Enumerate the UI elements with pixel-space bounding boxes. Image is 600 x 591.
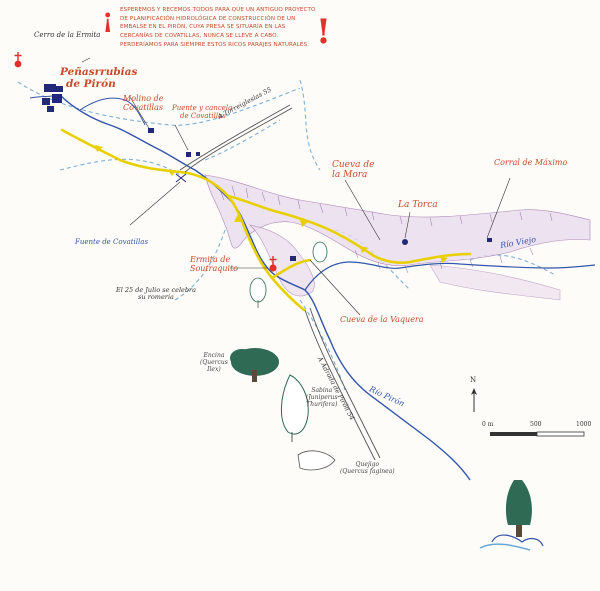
- label-sabina-line-1: Sabina: [311, 387, 333, 394]
- label-puente-line-1: Puente y cancela: [172, 104, 233, 112]
- exclamation-close-icon: !: [316, 12, 331, 52]
- label-sabina-line-3: Thurifera): [306, 400, 338, 408]
- bridge-mark: [175, 173, 187, 183]
- label-romeria-line-1: El 25 de Julio se celebra: [116, 286, 197, 294]
- leader-lines: [81, 57, 511, 316]
- exclamation-open-icon: ¡: [102, 4, 114, 34]
- rivers: [29, 94, 596, 481]
- label-ermita-line-2: Soutraquito: [190, 264, 239, 274]
- label-cueva-mora-line-2: la Mora: [332, 170, 368, 181]
- tree-icon: [230, 241, 544, 551]
- label-romeria-line-2: su romería: [138, 293, 174, 302]
- label-encina-line-1: Encina: [203, 352, 225, 359]
- scale-tick-0: 0 m: [482, 421, 494, 428]
- town-line-2: de Pirón: [66, 78, 116, 90]
- cross-icon: [14, 52, 277, 272]
- label-sabina: Sabina (Juniperus Thurifera): [306, 387, 338, 409]
- map-structures: [148, 128, 492, 261]
- scale-tick-500: 500: [530, 421, 542, 428]
- scale-bar: [471, 388, 585, 437]
- route-arrows: [95, 145, 448, 263]
- roads: [179, 104, 381, 461]
- label-la-torca: La Torca: [398, 200, 438, 210]
- town-title: Peñasrrubias de Pirón: [60, 66, 137, 90]
- label-cerro-ermita: Cerro de la Ermita: [34, 31, 101, 39]
- label-quejigo-line-1: Quejigo: [355, 461, 380, 468]
- notice-text: Esperemos y recemos todos para que un an…: [120, 6, 316, 49]
- town-line-1: Peñasrrubias: [60, 66, 138, 78]
- label-quejigo-line-2: (Quercus faginea): [340, 467, 395, 475]
- gorge-cliffs: [204, 174, 591, 301]
- label-puente-line-2: de Covatillas: [180, 112, 226, 121]
- notice-line-1: Esperemos y recemos todos para que un an…: [120, 7, 316, 39]
- scale-tick-1000: 1000: [576, 421, 592, 428]
- label-cueva-mora: Cueva de la Mora: [332, 160, 374, 181]
- label-molino-line-1: Molino de: [123, 94, 164, 103]
- notice-line-2: Perderíamos para siempre estos ricos par…: [120, 41, 310, 48]
- label-quejigo: Quejigo (Quercus faginea): [340, 461, 395, 476]
- label-encina: Encina (Quercus Ilex): [200, 352, 228, 374]
- label-romeria: El 25 de Julio se celebra su romería: [116, 286, 197, 302]
- north-label: N: [470, 376, 477, 384]
- label-corral: Corral de Máximo: [494, 158, 568, 167]
- label-encina-line-3: Ilex): [207, 365, 221, 373]
- walking-route: [60, 128, 472, 312]
- label-ermita-line-1: Ermita de: [190, 255, 231, 264]
- label-puente: Puente y cancela de Covatillas: [172, 104, 232, 120]
- village-houses: [42, 84, 63, 112]
- label-molino-line-2: Covatillas: [123, 103, 163, 113]
- label-molino: Molino de Covatillas: [123, 94, 164, 112]
- label-sabina-line-2: (Juniperus: [306, 393, 338, 401]
- label-encina-line-2: (Quercus: [200, 358, 228, 366]
- cliff-hatching: [219, 185, 553, 274]
- label-fuente: Fuente de Covatillas: [75, 238, 149, 246]
- label-ermita: Ermita de Soutraquito: [190, 255, 238, 273]
- label-cueva-vaquera: Cueva de la Vaquera: [340, 315, 424, 324]
- label-cueva-mora-line-1: Cueva de: [332, 160, 375, 170]
